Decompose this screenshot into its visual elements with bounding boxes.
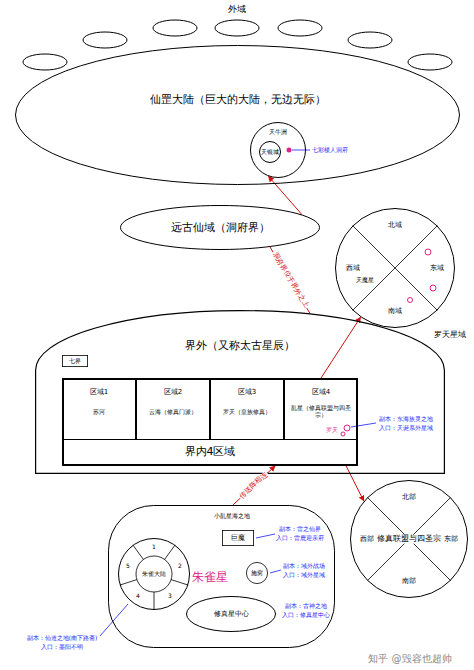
region-circle: 天牛洲天银城 — [250, 122, 306, 178]
node-text: 北部 — [402, 492, 416, 500]
node-text: 界内4区域 — [185, 446, 236, 459]
annotation-label: 入口：域外星域 — [283, 572, 325, 579]
node-text: 西域 — [346, 264, 360, 272]
center-ellipse: 修真星中心 — [186, 596, 276, 632]
zone-box: 区域3 罗天（皇族修真） — [210, 378, 284, 440]
node-text: 施窝 — [251, 570, 263, 577]
place-circle: 施窝 — [246, 562, 268, 584]
annotation-label: 七彩楼人洞府 — [312, 147, 348, 154]
leader-line — [351, 423, 376, 427]
node-text: 修真星中心 — [214, 610, 249, 618]
annotation-label: 1 — [152, 544, 156, 551]
connector-arrow — [321, 317, 361, 378]
pink-marker — [430, 285, 436, 291]
node-text: 北域 — [388, 221, 402, 229]
node-text: 界外（又称太古星辰） — [185, 340, 295, 353]
annotation-label: 5 — [126, 563, 130, 570]
node-text: 远古仙域（洞府界） — [171, 221, 270, 234]
node-text: 云海（修真门派） — [139, 409, 207, 416]
node-text: 区域4 — [312, 388, 330, 396]
edge-label: 洞府界位于界外之上 — [270, 250, 310, 310]
connector-arrow — [270, 247, 310, 314]
annotation-label: 2 — [178, 563, 182, 570]
pink-marker — [344, 425, 350, 431]
node-text: 区域2 — [164, 388, 182, 396]
annotation-label: 副本：古神之地 — [285, 603, 327, 610]
node-text: 区域3 — [238, 388, 256, 396]
inner-realm-box: 界内4区域 区域1 苏河 区域2 云海（修真门派） 区域3 罗天（皇族修真） 区域4 乱星（修真… — [62, 378, 358, 466]
node-text: 巨魔 — [231, 534, 245, 542]
annotation-label: 入口：雷鹿迎亲府 — [276, 535, 324, 542]
annotation-label: 知乎 @毁容也超帅 — [368, 653, 451, 664]
leader-line — [292, 150, 310, 151]
node-text: 罗天星域 — [434, 331, 466, 340]
annotation-label: 副本：雷之仙界 — [279, 526, 321, 533]
node-text: 东部 — [444, 535, 458, 543]
annotation-label: 3 — [168, 593, 172, 600]
node-text: 朱雀大陆 — [142, 571, 166, 578]
node-text: 乱星（修真联盟与四圣宗） — [287, 405, 355, 419]
node-text: 七界 — [69, 358, 81, 365]
pink-marker — [287, 148, 292, 153]
node-text: 南部 — [402, 577, 416, 585]
annotation-label: 入口：天诞系外星域 — [379, 425, 433, 432]
node-text: 朱雀星 — [192, 571, 228, 585]
annotation-label: 外域 — [228, 5, 246, 15]
leader-lines — [100, 534, 281, 636]
node-text: 西部 — [360, 535, 374, 543]
node-text: 罗天（皇族修真） — [213, 409, 281, 416]
node-text: 区域1 — [90, 388, 108, 396]
realm-ellipse: 远古仙域（洞府界） — [120, 205, 320, 250]
node-outline — [15, 45, 460, 185]
edge-label: 传送阵相连 — [238, 470, 270, 501]
zone-box: 区域1 苏河 — [62, 378, 136, 440]
annotation-label: 副本：域外战场 — [283, 563, 325, 570]
continent-ellipse: 仙罡大陆（巨大的大陆，无边无际） 天牛洲天银城 — [15, 45, 460, 185]
annotation-label: 天魔星 — [356, 277, 374, 284]
zone-box: 区域2 云海（修真门派） — [136, 378, 210, 440]
alliance-circle: 北部西部修真联盟与四圣宗东部南部 — [350, 480, 468, 598]
node-text: 修真联盟与四圣宗 — [376, 535, 442, 544]
node-text: 仙罡大陆（巨大的大陆，无边无际） — [150, 93, 326, 106]
annotation-label: 副本：东海族灵之地 — [379, 416, 433, 423]
annotation-label: 4 — [136, 593, 140, 600]
connector-arrow — [346, 466, 364, 501]
pink-marker — [425, 249, 431, 255]
annotation-label: 罗天 — [326, 427, 338, 434]
outer-realm-dome: 界外（又称太古星辰） 七界界内4区域 区域1 苏河 区域2 云海（修真门派） 区域3 罗天（皇… — [35, 310, 445, 474]
pink-marker — [408, 298, 413, 303]
annotation-label: 入口：修真星中心 — [282, 612, 330, 619]
node-text: 苏河 — [65, 409, 133, 416]
node-text: 天银城 — [261, 149, 279, 156]
zone-box: 区域4 乱星（修真联盟与四圣宗） — [284, 378, 358, 440]
place-box: 巨魔 — [222, 530, 254, 546]
node-text: 东域 — [430, 264, 444, 272]
node-text: 小乱星海之地 — [214, 513, 250, 520]
city-circle: 天银城 — [259, 141, 281, 163]
connector-arrow — [233, 466, 275, 505]
node-text: 南域 — [388, 307, 402, 315]
annotation-label: 入口：墨阳不明 — [41, 644, 83, 651]
star-domain-circle: 北域西域东域南域罗天星域 — [335, 208, 455, 328]
node-text: 天牛洲 — [269, 128, 287, 135]
annotation-label: 副本：仙道之地(南下路斋) — [27, 635, 98, 642]
small-box: 七界 — [62, 355, 88, 367]
pink-marker — [341, 432, 345, 436]
